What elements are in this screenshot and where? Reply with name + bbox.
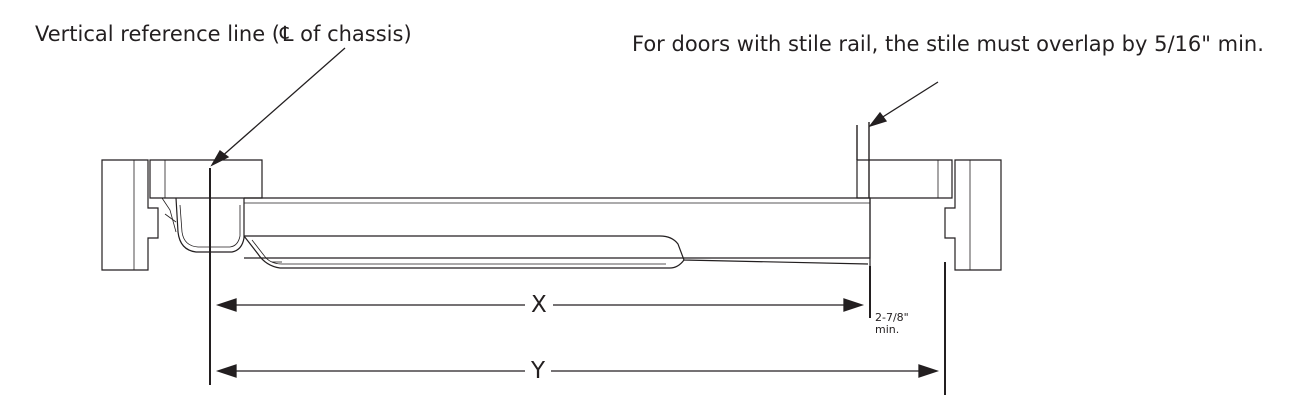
right-leader xyxy=(877,81,939,121)
callout-reference-line: Vertical reference line (℄ of chassis) xyxy=(35,22,412,46)
mechanism-case xyxy=(175,197,245,253)
left-leader xyxy=(219,47,346,159)
clearance-value: 2-7/8" xyxy=(875,311,909,324)
left-frame xyxy=(101,159,159,271)
right-frame xyxy=(944,159,1002,271)
dimension-x-label: X xyxy=(525,293,553,317)
clearance-min: min. xyxy=(875,323,900,336)
callout-stile-overlap: For doors with stile rail, the stile mus… xyxy=(632,32,1264,56)
door-rail xyxy=(244,197,871,259)
left-stop xyxy=(149,159,263,199)
right-stop xyxy=(856,159,953,199)
dimension-y-label: Y xyxy=(525,359,552,383)
push-pad xyxy=(244,235,869,265)
